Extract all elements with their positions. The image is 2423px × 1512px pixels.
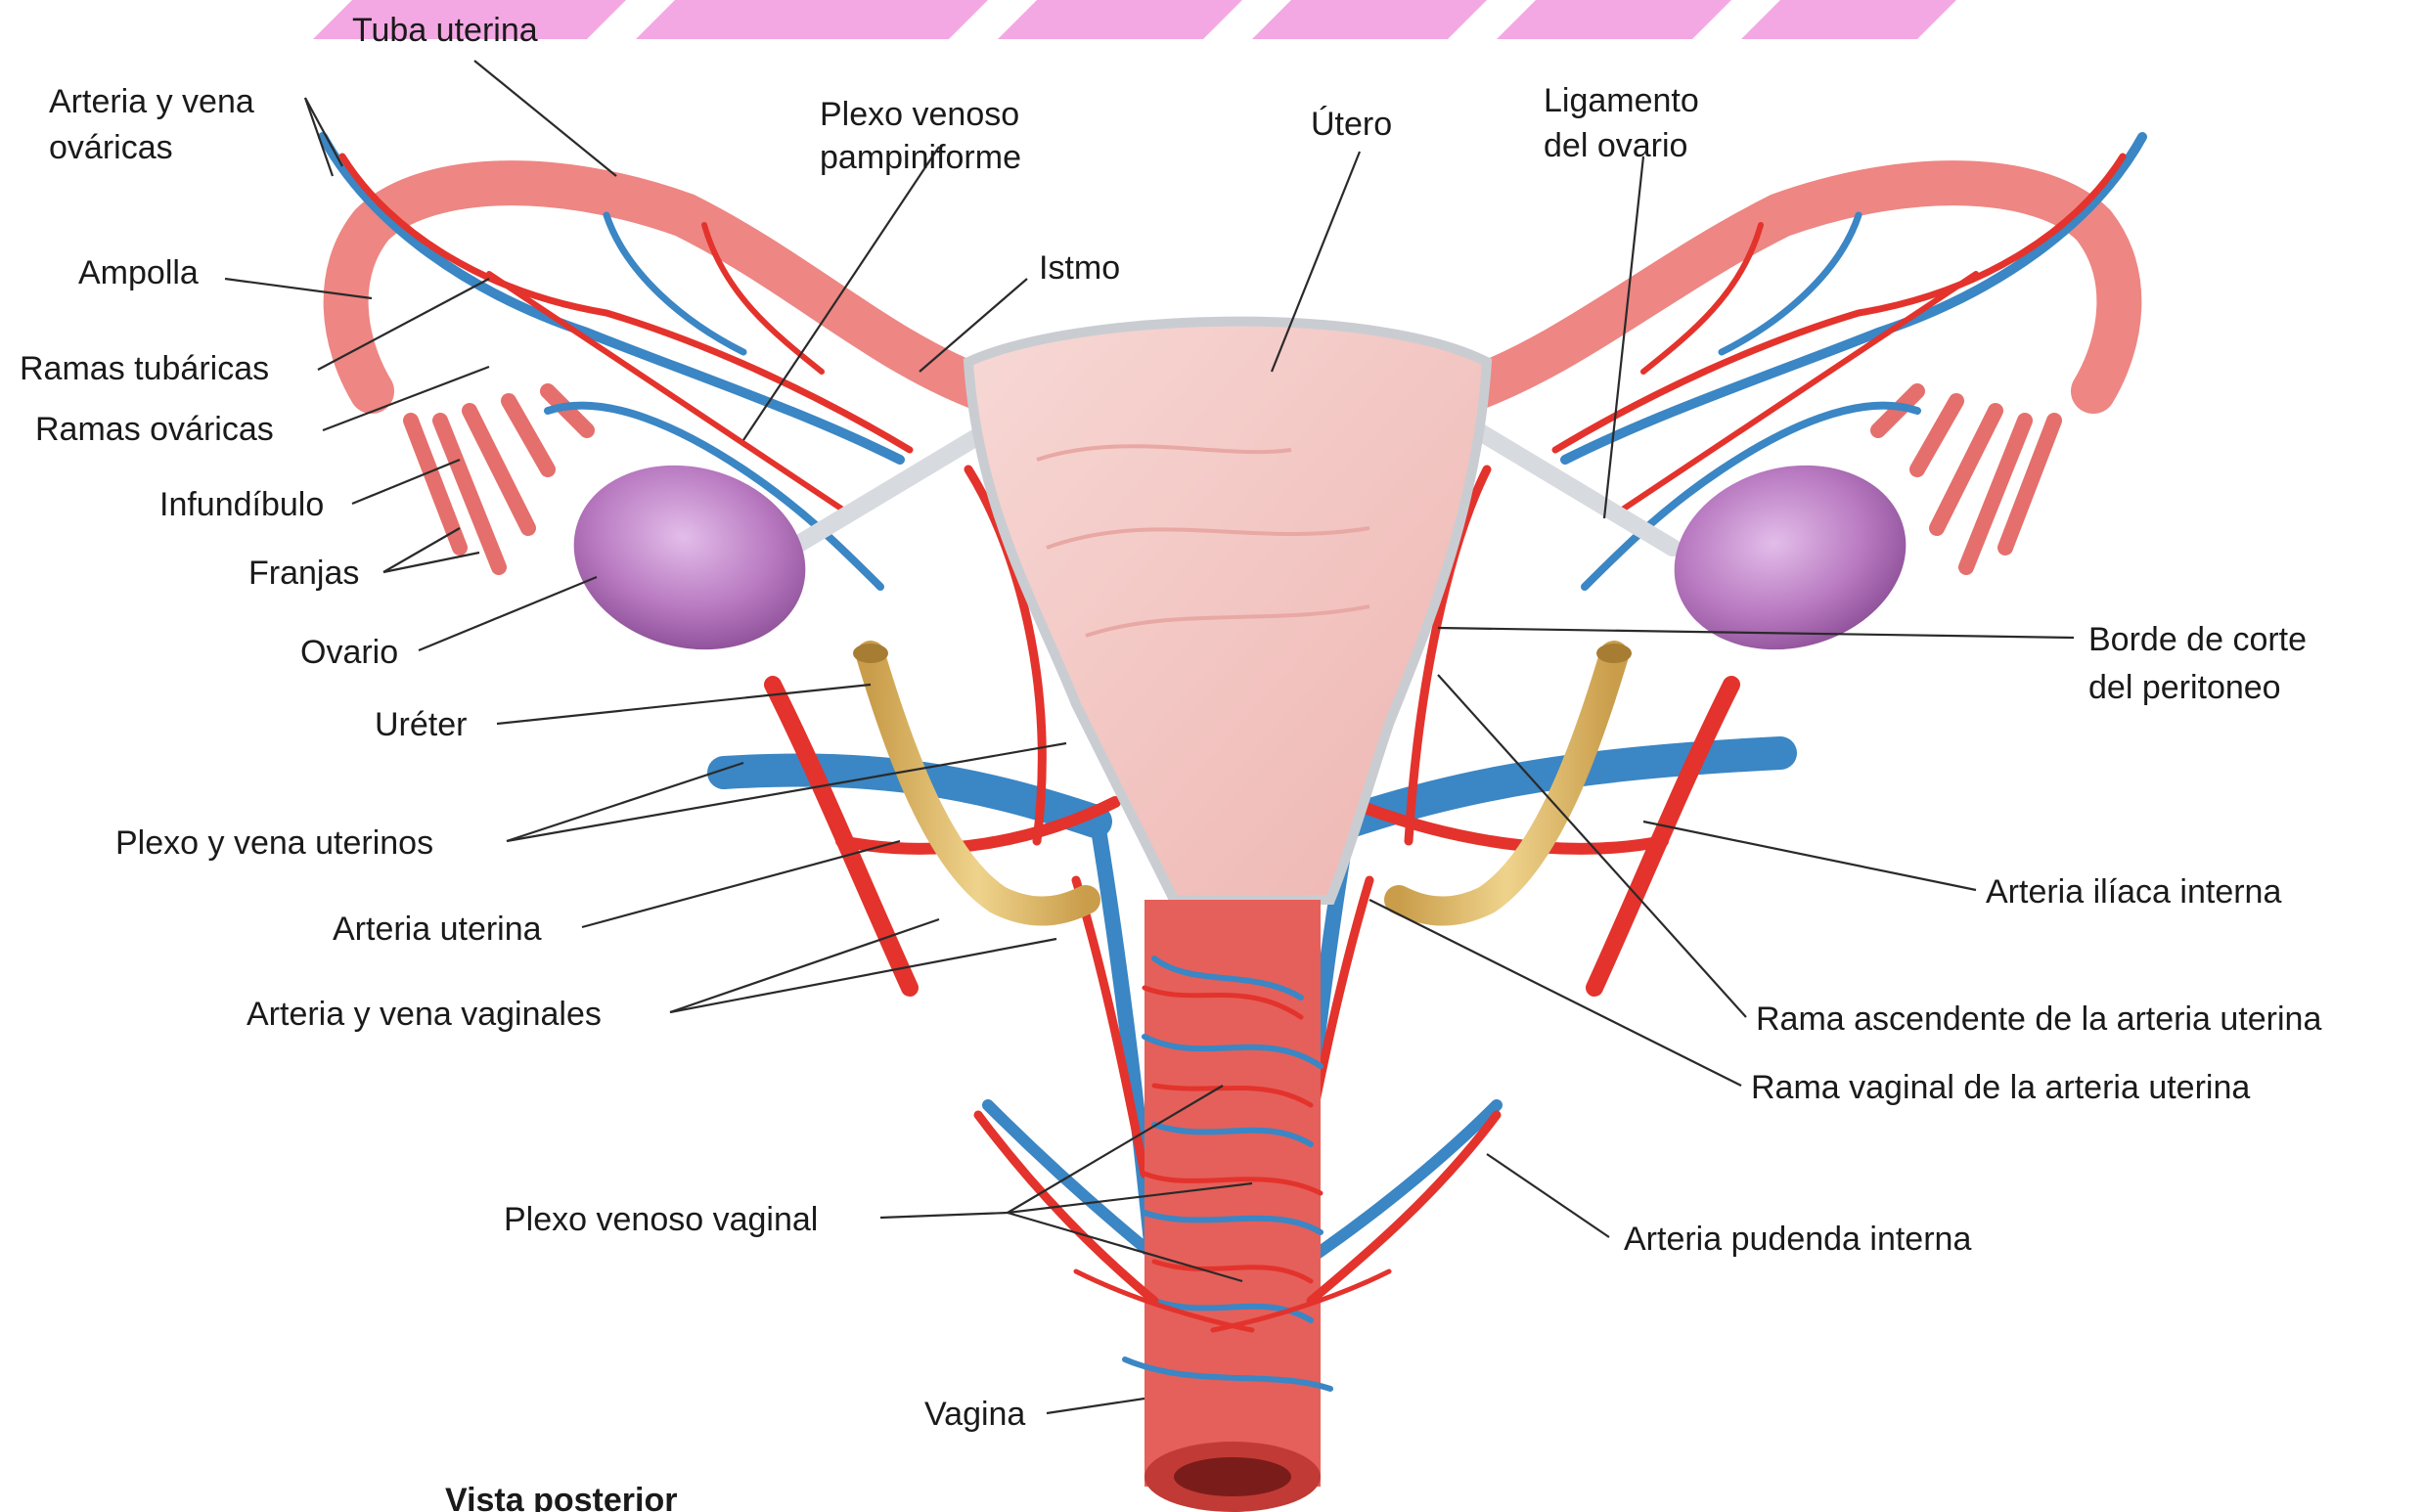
label-arteria-vena-ovaricas-2: ováricas <box>49 129 173 166</box>
label-ligamento-ovario-2: del ovario <box>1544 127 1687 164</box>
label-tuba-uterina: Tuba uterina <box>352 12 538 49</box>
label-ampolla: Ampolla <box>78 254 199 291</box>
label-arteria-vena-ovaricas: Arteria y vena <box>49 83 254 120</box>
top-banner <box>313 0 1956 39</box>
label-franjas: Franjas <box>248 555 359 592</box>
label-ovario: Ovario <box>300 634 398 671</box>
label-vagina: Vagina <box>924 1396 1025 1433</box>
ovary-right <box>1653 440 1926 675</box>
ovary-left <box>553 440 826 675</box>
label-istmo: Istmo <box>1039 249 1120 287</box>
label-infundibulo: Infundíbulo <box>159 486 324 523</box>
label-arteria-vena-vaginales: Arteria y vena vaginales <box>247 996 602 1033</box>
label-plexo-venoso-vaginal: Plexo venoso vaginal <box>504 1201 818 1238</box>
label-arteria-pudenda-interna: Arteria pudenda interna <box>1624 1221 1971 1258</box>
label-ramas-ovaricas: Ramas ováricas <box>35 411 274 448</box>
label-plexo-vena-uterinos: Plexo y vena uterinos <box>115 824 433 862</box>
label-ureter: Uréter <box>375 706 467 743</box>
label-ligamento-ovario: Ligamento <box>1544 82 1699 119</box>
label-ramas-tubaricas: Ramas tubáricas <box>20 350 269 387</box>
label-plexo-pampiniforme-2: pampiniforme <box>820 139 1021 176</box>
label-rama-ascendente: Rama ascendente de la arteria uterina <box>1756 1001 2321 1038</box>
label-borde-corte-2: del peritoneo <box>2088 669 2281 706</box>
label-plexo-pampiniforme: Plexo venoso <box>820 96 1019 133</box>
label-arteria-uterina: Arteria uterina <box>333 911 542 948</box>
label-utero: Útero <box>1311 106 1392 143</box>
label-arteria-iliaca-interna: Arteria ilíaca interna <box>1986 873 2281 911</box>
label-borde-corte: Borde de corte <box>2088 621 2307 658</box>
label-rama-vaginal: Rama vaginal de la arteria uterina <box>1751 1069 2250 1106</box>
label-vista-posterior: Vista posterior <box>445 1482 677 1512</box>
